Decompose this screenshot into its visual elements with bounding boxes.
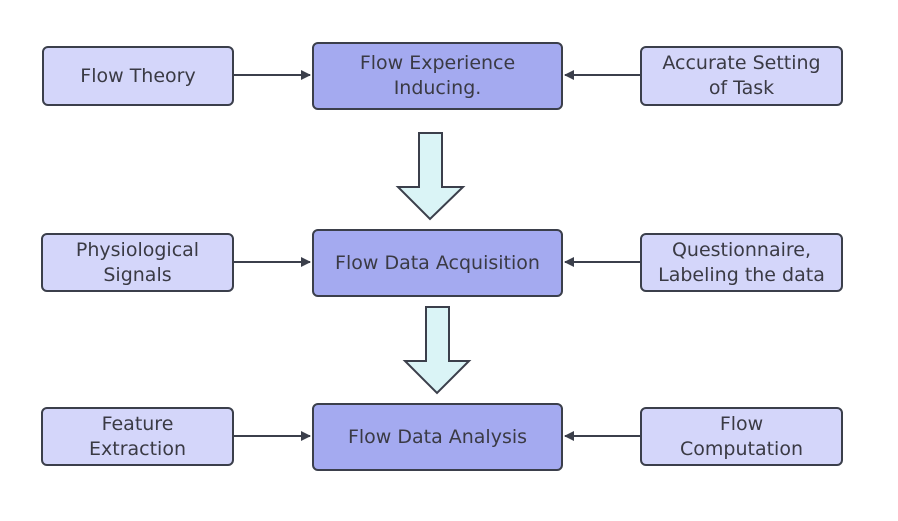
node-label: Questionnaire, Labeling the data xyxy=(658,238,825,286)
node-physiological-signals: Physiological Signals xyxy=(41,233,234,292)
node-questionnaire-labeling: Questionnaire, Labeling the data xyxy=(640,233,843,292)
node-label: Flow Experience Inducing. xyxy=(359,52,516,99)
node-label: Accurate Setting of Task xyxy=(662,52,821,99)
node-flow-computation: Flow Computation xyxy=(640,407,843,466)
node-flow-theory: Flow Theory xyxy=(42,46,234,106)
node-label: Flow Theory xyxy=(80,64,196,87)
node-feature-extraction: Feature Extraction xyxy=(41,407,234,466)
down-arrow-icon xyxy=(395,132,466,221)
down-arrow-icon xyxy=(402,306,472,395)
node-label: Flow Data Analysis xyxy=(347,425,528,448)
node-flow-data-analysis: Flow Data Analysis xyxy=(312,403,563,471)
node-accurate-setting-of-task: Accurate Setting of Task xyxy=(640,46,843,106)
node-label: Flow Computation xyxy=(680,412,803,460)
node-label: Physiological Signals xyxy=(75,238,200,286)
node-flow-experience-inducing: Flow Experience Inducing. xyxy=(312,42,563,110)
node-label: Feature Extraction xyxy=(89,412,186,460)
node-flow-data-acquisition: Flow Data Acquisition xyxy=(312,229,563,297)
node-label: Flow Data Acquisition xyxy=(335,251,540,274)
